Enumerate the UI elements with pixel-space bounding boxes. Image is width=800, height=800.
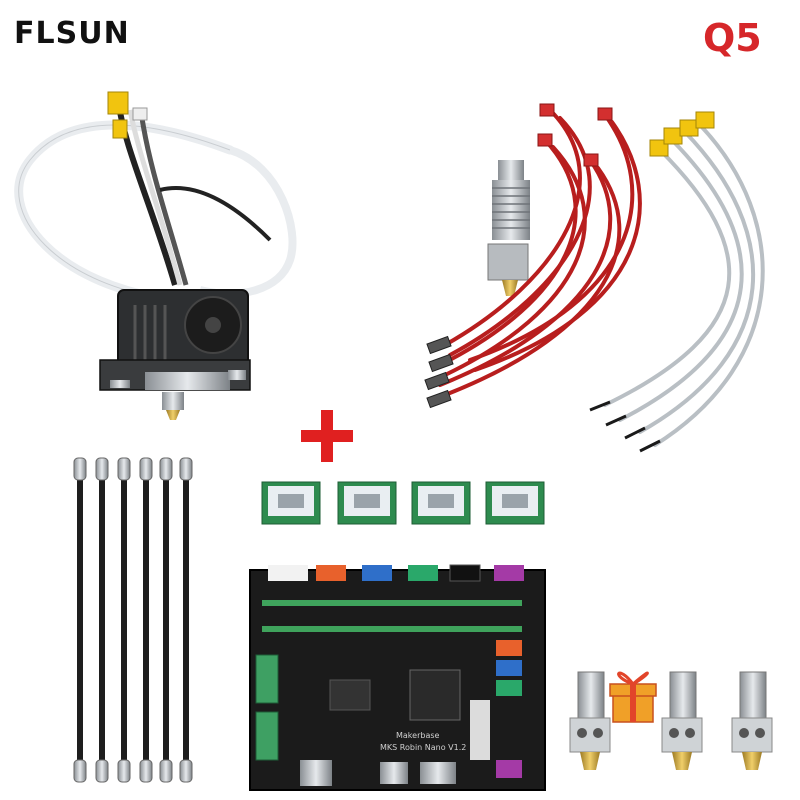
plus-icon bbox=[301, 410, 353, 462]
gift-icon bbox=[609, 671, 657, 723]
control-board: Makerbase MKS Robin Nano V1.2 bbox=[249, 564, 546, 791]
heater-cartridges bbox=[438, 108, 642, 397]
model-title: Q5 bbox=[703, 16, 762, 60]
diagonal-rods bbox=[73, 457, 193, 783]
stepper-drivers bbox=[261, 481, 545, 525]
nozzles bbox=[569, 671, 773, 770]
hotend-assembly bbox=[14, 91, 297, 420]
brand-logo: FLSUN bbox=[14, 16, 130, 51]
board-label-model: MKS Robin Nano V1.2 bbox=[380, 743, 466, 752]
thermistors bbox=[603, 123, 765, 447]
heat-break bbox=[487, 160, 530, 296]
board-label-brand: Makerbase bbox=[396, 731, 440, 740]
